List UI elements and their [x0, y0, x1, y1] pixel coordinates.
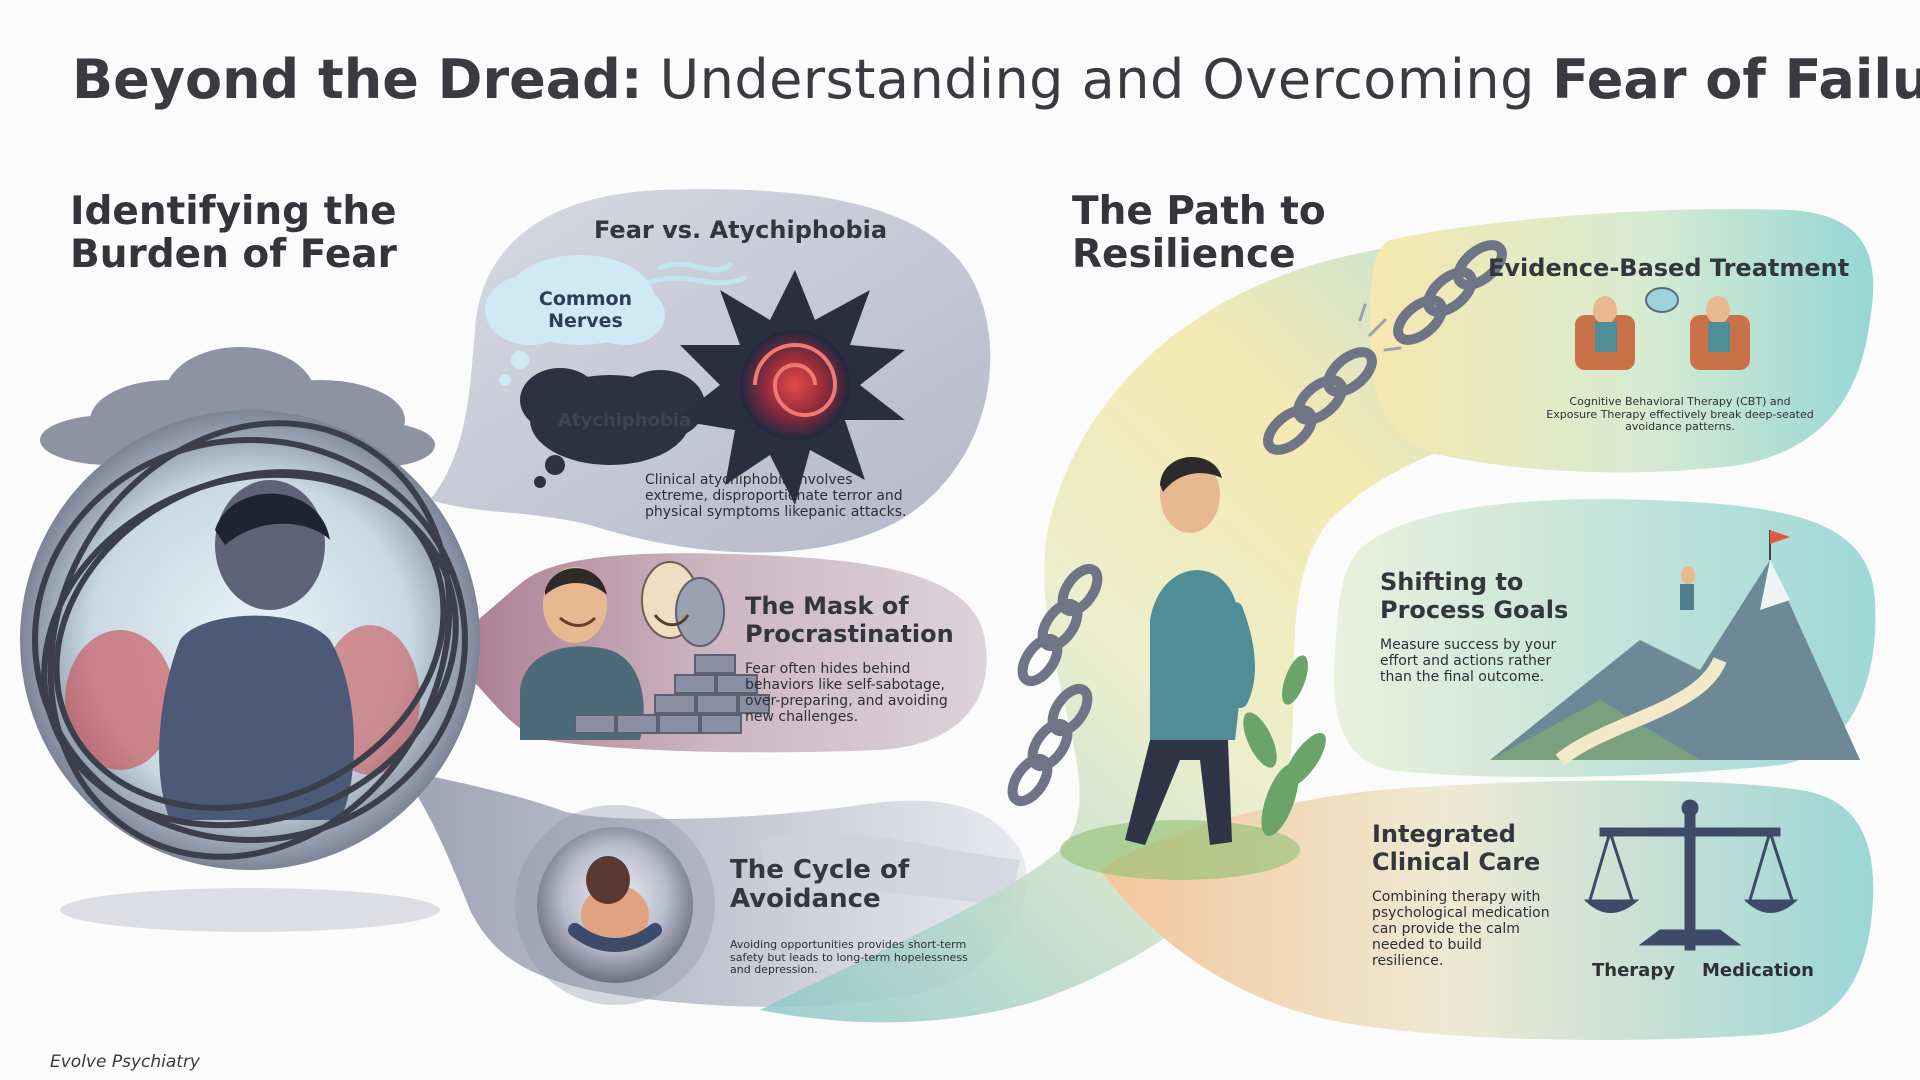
left-section-heading: Identifying the Burden of Fear: [70, 190, 397, 276]
common-nerves-line-1: Common: [538, 288, 633, 310]
treatment-body-line-2: Exposure Therapy effectively break deep-…: [1546, 407, 1814, 421]
care-heading-line-2: Clinical Care: [1372, 848, 1541, 876]
avoidance-vortex: [515, 805, 715, 1005]
care-body-line-5: resilience.: [1372, 953, 1444, 969]
page-title: Beyond the Dread: Understanding and Over…: [72, 48, 1920, 111]
chain-break-sparks: [1358, 303, 1402, 352]
process-body-line-2: effort and actions rather: [1380, 653, 1552, 669]
scale-label-therapy: Therapy: [1592, 960, 1675, 981]
right-heading-line-1: The Path to: [1072, 189, 1326, 234]
mask-card-heading: The Mask of Procrastination: [745, 592, 954, 648]
atychiphobia-label: Atychiphobia: [558, 410, 692, 431]
mask-body-line-1: Fear often hides behind: [745, 661, 911, 677]
orb-shadow: [60, 888, 440, 932]
scale-label-medication: Medication: [1702, 960, 1814, 981]
fear-body-line-3: physical symptoms likepanic attacks.: [645, 504, 907, 520]
fear-card-heading: Fear vs. Atychiphobia: [594, 216, 888, 244]
cycle-card-body: Avoiding opportunities provides short-te…: [730, 938, 968, 977]
treatment-body-line-1: Cognitive Behavioral Therapy (CBT) and: [1569, 395, 1791, 408]
cycle-card-heading: The Cycle of Avoidance: [730, 856, 909, 914]
walking-man: [1060, 457, 1300, 880]
title-part-3: Fear of Failure: [1552, 48, 1920, 111]
broken-chain-left: [1007, 563, 1103, 807]
thorn-vines: [32, 420, 468, 860]
process-heading-line-2: Process Goals: [1380, 596, 1569, 624]
cycle-body-line-3: and depression.: [730, 963, 818, 976]
brick-wall: [574, 654, 770, 734]
cycle-body-line-2: safety but leads to long-term hopelessne…: [730, 950, 968, 964]
process-card-heading: Shifting to Process Goals: [1380, 568, 1568, 624]
footer-brand: Evolve Psychiatry: [50, 1052, 200, 1072]
mask-card-body: Fear often hides behind behaviors like s…: [745, 661, 948, 725]
plant-leaves: [1243, 655, 1326, 837]
mountain-climb: [1490, 530, 1860, 766]
atychiphobia-cloud: [520, 368, 705, 488]
common-nerves-cloud: [485, 255, 665, 386]
fear-body-line-2: extreme, disproportionate terror and: [645, 488, 903, 504]
process-body-line-1: Measure success by your: [1380, 637, 1557, 653]
care-heading-line-1: Integrated: [1372, 820, 1516, 848]
theater-masks: [641, 561, 725, 647]
treatment-card-body: Cognitive Behavioral Therapy (CBT) and E…: [1530, 395, 1830, 434]
care-body-line-4: needed to build: [1372, 937, 1482, 953]
title-part-1: Beyond the Dread:: [72, 48, 643, 111]
process-card-body: Measure success by your effort and actio…: [1380, 637, 1556, 685]
mask-heading-line-2: Procrastination: [745, 620, 954, 648]
care-body-line-1: Combining therapy with: [1372, 889, 1541, 905]
mask-body-line-2: behaviors like self-sabotage,: [745, 677, 945, 693]
care-body-line-2: psychological medication: [1372, 905, 1550, 921]
cycle-heading-line-1: The Cycle of: [730, 855, 910, 885]
therapy-session: [1575, 287, 1750, 370]
mask-heading-line-1: The Mask of: [745, 592, 909, 620]
treatment-body-line-3: avoidance patterns.: [1625, 420, 1735, 433]
anxious-person: [159, 480, 354, 820]
cycle-heading-line-2: Avoidance: [730, 884, 881, 914]
right-section-heading: The Path to Resilience: [1072, 190, 1326, 276]
care-card-heading: Integrated Clinical Care: [1372, 820, 1540, 876]
right-heading-line-2: Resilience: [1072, 232, 1296, 277]
red-glow-left: [65, 630, 175, 770]
fear-card-body: Clinical atychiphobia involves extreme, …: [645, 472, 906, 520]
broken-chain-top: [1263, 240, 1507, 455]
care-body-line-3: can provide the calm: [1372, 921, 1520, 937]
balance-scale: [1583, 799, 1799, 951]
process-body-line-3: than the final outcome.: [1380, 669, 1545, 685]
cycle-body-line-1: Avoiding opportunities provides short-te…: [730, 938, 967, 951]
care-card-body: Combining therapy with psychological med…: [1372, 889, 1550, 969]
mask-body-line-3: over-preparing, and avoiding: [745, 693, 948, 709]
wind-swirls: [647, 261, 748, 286]
title-part-2: Understanding and Overcoming: [659, 48, 1535, 111]
common-nerves-label: Common Nerves: [528, 288, 643, 332]
left-heading-line-1: Identifying the: [70, 189, 397, 234]
common-nerves-line-2: Nerves: [548, 310, 623, 332]
cycle-tail: [760, 833, 1020, 905]
treatment-card-heading: Evidence-Based Treatment: [1488, 254, 1850, 282]
panic-burst: [675, 270, 905, 505]
process-heading-line-1: Shifting to: [1380, 568, 1524, 596]
fear-body-line-1: Clinical atychiphobia involves: [645, 472, 853, 488]
left-heading-line-2: Burden of Fear: [70, 232, 397, 277]
mask-body-line-4: new challenges.: [745, 709, 859, 725]
